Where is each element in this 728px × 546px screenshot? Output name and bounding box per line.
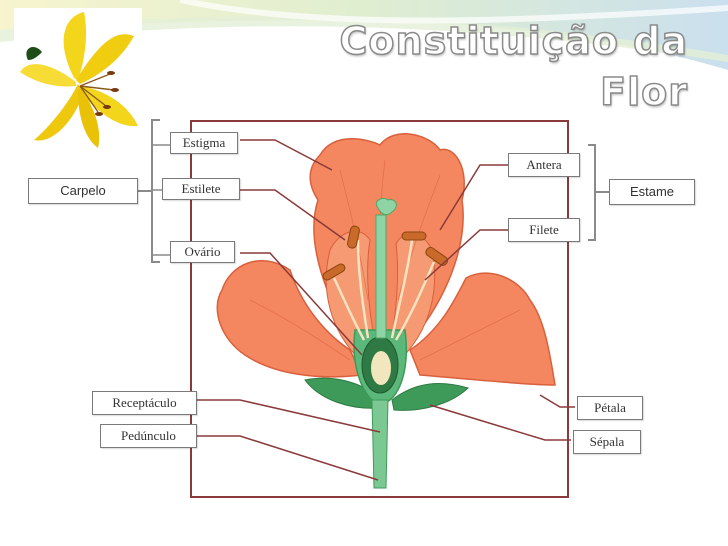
label-filete-text: Filete [529, 222, 559, 237]
label-estame: Estame [609, 179, 695, 205]
anthers [322, 225, 449, 281]
label-estilete: Estilete [162, 178, 240, 200]
header-swoosh [0, 0, 728, 70]
label-estigma-text: Estigma [182, 135, 226, 150]
label-sepala-text: Sépala [589, 434, 625, 449]
carpelo-bracket [151, 119, 160, 263]
label-ovario: Ovário [170, 241, 235, 263]
sepal-left [304, 377, 383, 409]
petal-left [216, 260, 364, 378]
label-antera: Antera [508, 153, 580, 177]
filaments [332, 239, 436, 341]
label-pedunculo: Pedúnculo [100, 424, 197, 448]
label-estame-text: Estame [629, 184, 675, 199]
label-carpelo-text: Carpelo [60, 183, 106, 198]
style [375, 214, 387, 339]
sepal-right [391, 383, 469, 411]
label-sepala: Sépala [573, 430, 641, 454]
label-receptaculo-text: Receptáculo [112, 395, 177, 410]
page-title-line-1: Constituição da [339, 19, 688, 63]
petals [216, 133, 556, 386]
lily-photo [14, 8, 142, 150]
label-estilete-text: Estilete [181, 181, 221, 196]
label-petala-text: Pétala [594, 400, 626, 415]
label-filete: Filete [508, 218, 580, 242]
label-receptaculo: Receptáculo [92, 391, 197, 415]
label-carpelo: Carpelo [28, 178, 138, 204]
label-pedunculo-text: Pedúnculo [121, 428, 176, 443]
stigma [375, 197, 397, 216]
label-petala: Pétala [577, 396, 643, 420]
page-title-line-2: Flor [599, 70, 688, 114]
label-antera-text: Antera [526, 157, 562, 172]
label-estigma: Estigma [170, 132, 238, 154]
leader-lines [197, 139, 575, 481]
estame-bracket [588, 144, 596, 241]
label-ovario-text: Ovário [184, 244, 221, 259]
stem [371, 399, 389, 489]
